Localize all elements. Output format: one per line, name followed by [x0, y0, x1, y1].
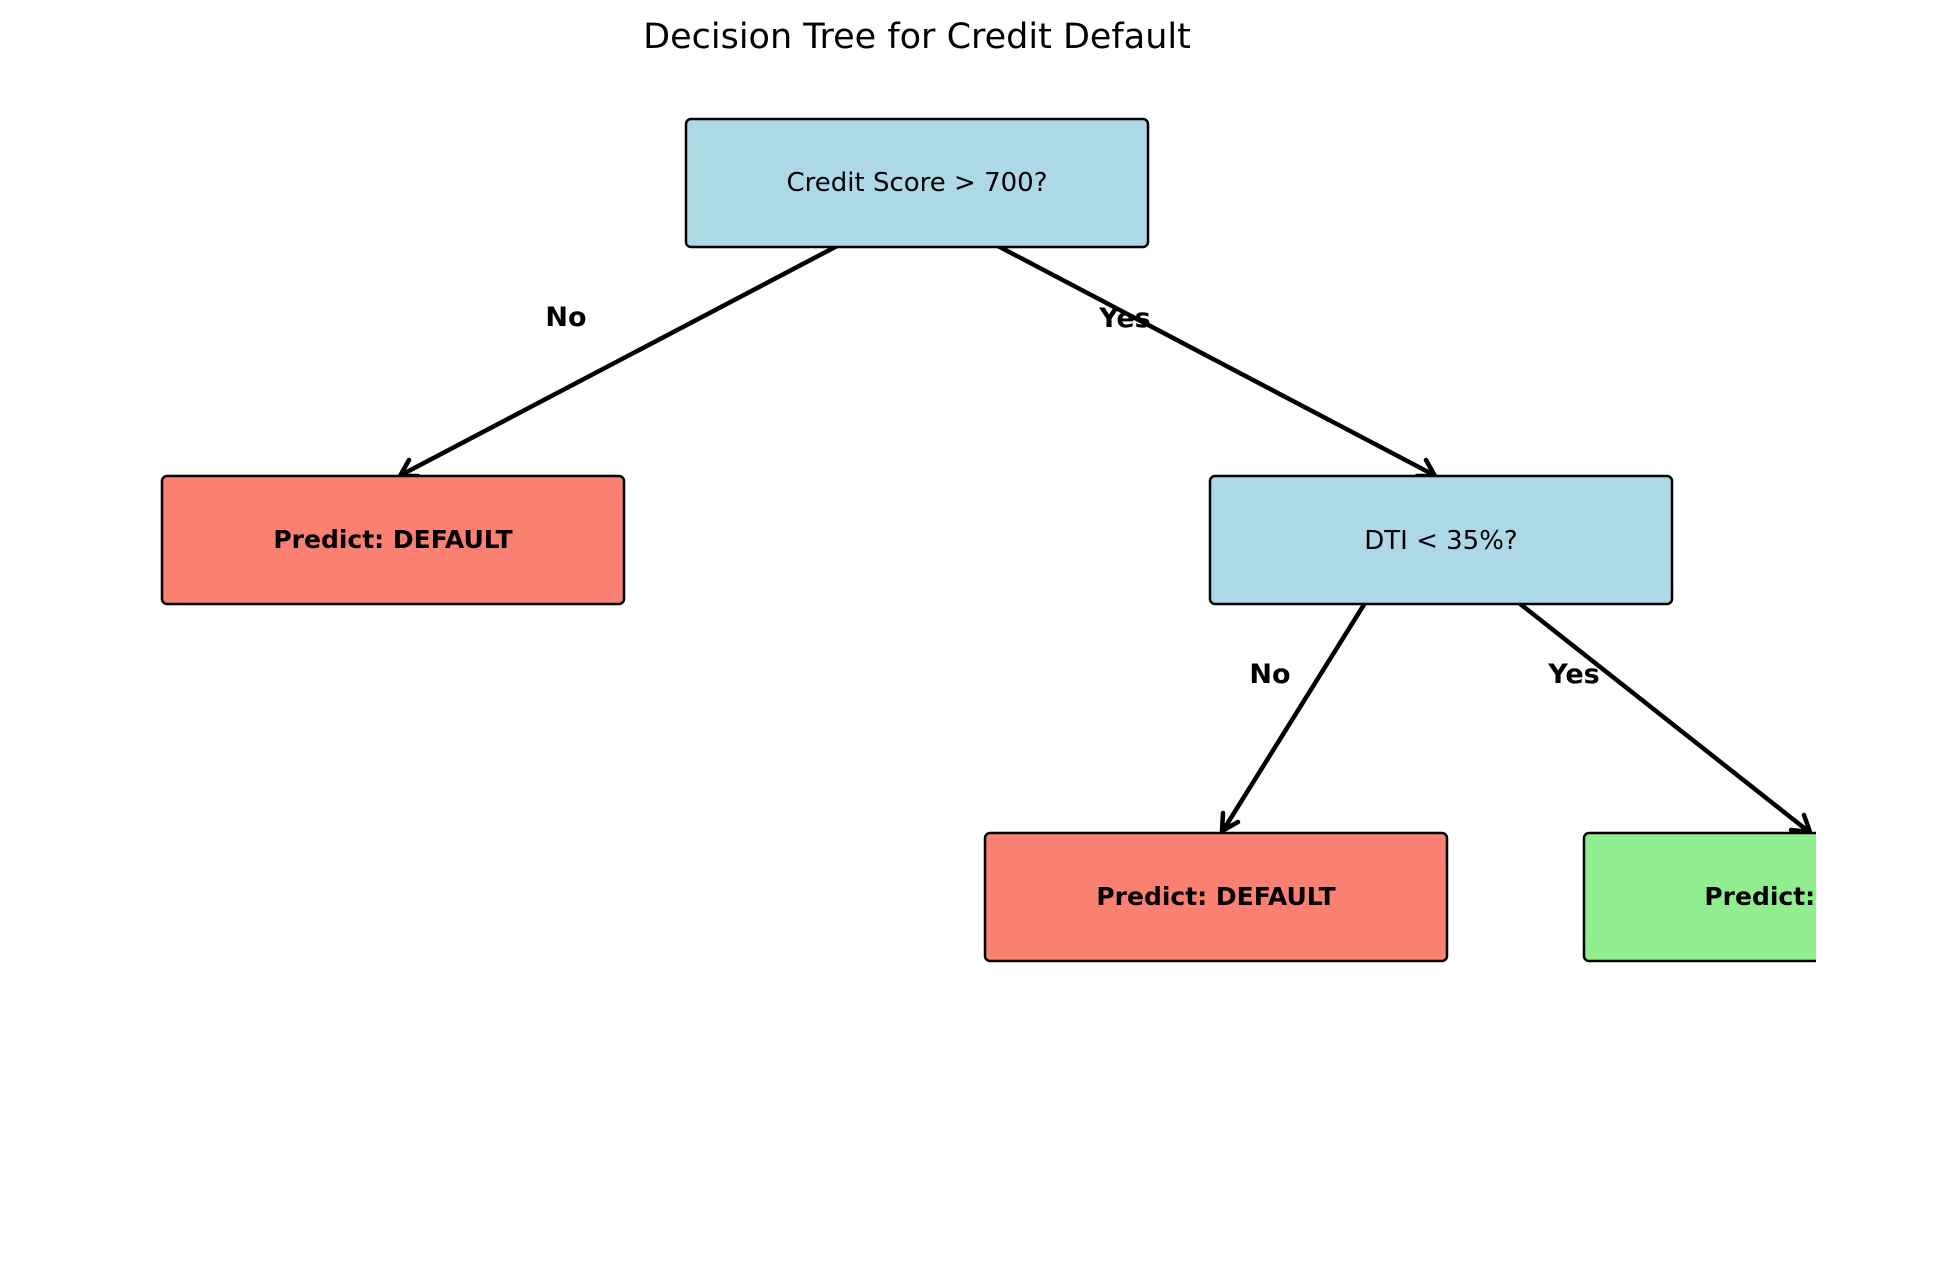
edge-dti-no: [1219, 601, 1367, 834]
node-box: [684, 117, 1150, 249]
node-root: Credit Score > 700?: [684, 117, 1150, 249]
edge-line: [994, 243, 1434, 476]
edge-line: [401, 243, 841, 476]
edge-label-root-yes: Yes: [1098, 303, 1150, 334]
node-box: [1582, 831, 1816, 963]
node-label: Predict: DEFAULT: [1096, 882, 1335, 911]
node-label: Predict: REPAID: [1704, 882, 1925, 911]
edge-label-dti-no: No: [1249, 659, 1290, 690]
tree-area: No Yes No Yes Credit Score > 700? Predic…: [160, 117, 1925, 963]
node-leaf-dti-no: Predict: DEFAULT: [983, 831, 1449, 963]
edge-line: [1222, 601, 1367, 831]
edge-label-dti-yes: Yes: [1547, 659, 1599, 690]
node-label: Predict: DEFAULT: [273, 525, 512, 554]
edge-dti-yes: [1517, 601, 1813, 835]
node-label: DTI < 35%?: [1364, 526, 1517, 556]
edge-label-root-no: No: [545, 302, 586, 333]
node-box: [983, 831, 1449, 963]
edge-root-yes: [994, 243, 1438, 479]
diagram-title: Decision Tree for Credit Default: [643, 17, 1191, 57]
node-leaf-left: Predict: DEFAULT: [160, 474, 626, 606]
node-box: [160, 474, 626, 606]
node-dti: DTI < 35%?: [1208, 474, 1674, 606]
edge-root-no: [397, 243, 841, 479]
node-label: Credit Score > 700?: [786, 168, 1047, 198]
node-leaf-dti-yes: Predict: REPAID: [1582, 831, 1925, 963]
arrowhead: [1219, 810, 1241, 834]
node-box: [1208, 474, 1674, 606]
edge-line: [1517, 601, 1810, 833]
